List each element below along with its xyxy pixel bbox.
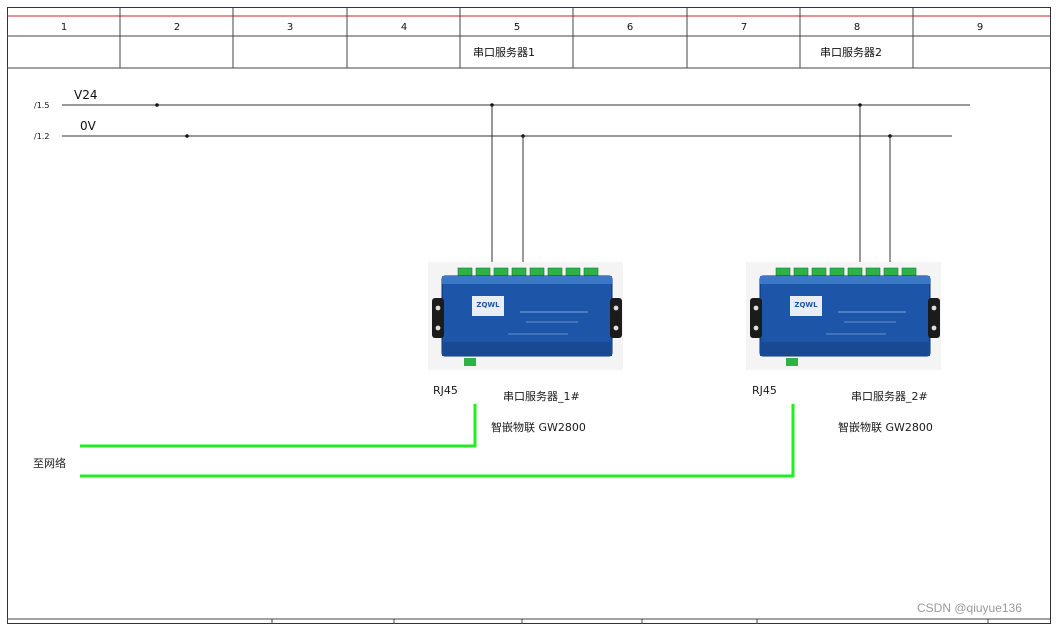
junction-dot bbox=[155, 103, 159, 107]
device-2-power-wires bbox=[859, 105, 891, 268]
column-number: 4 bbox=[401, 22, 407, 33]
network-cable-1 bbox=[80, 404, 477, 448]
0v-bus: /1.2 0V bbox=[34, 119, 952, 141]
network-label: 至网络 bbox=[33, 456, 66, 470]
0v-label: 0V bbox=[80, 119, 97, 133]
serial-server-1: ZQWL bbox=[428, 262, 623, 370]
title-block bbox=[7, 618, 1050, 624]
column-number: 3 bbox=[287, 22, 293, 33]
column-number: 2 bbox=[174, 22, 180, 33]
logo-plate bbox=[472, 296, 504, 316]
column-number: 9 bbox=[977, 22, 983, 33]
mounting-ear-left bbox=[432, 298, 444, 338]
column-titles: 串口服务器1 串口服务器2 bbox=[473, 46, 882, 59]
column-number: 1 bbox=[61, 22, 67, 33]
serial-server-2: ZQWL bbox=[746, 262, 941, 370]
v24-label: V24 bbox=[74, 88, 97, 102]
device-model: 智嵌物联 GW2800 bbox=[491, 420, 586, 434]
column-number: 7 bbox=[741, 22, 747, 33]
column-number: 8 bbox=[854, 22, 860, 33]
rj45-port bbox=[464, 358, 476, 366]
mounting-ear-left bbox=[750, 298, 762, 338]
device-model: 智嵌物联 GW2800 bbox=[838, 420, 933, 434]
device-name: 串口服务器_2# bbox=[851, 390, 928, 403]
v24-bus: /1.5 V24 bbox=[34, 88, 970, 110]
column-title-5: 串口服务器1 bbox=[473, 46, 535, 59]
rj45-label: RJ45 bbox=[433, 384, 458, 397]
network-cable-2 bbox=[80, 404, 795, 478]
column-separators bbox=[119, 8, 914, 68]
device-1-labels: RJ45 串口服务器_1# 智嵌物联 GW2800 bbox=[433, 384, 586, 434]
column-number: 5 bbox=[514, 22, 520, 33]
column-number: 6 bbox=[627, 22, 633, 33]
device-2-labels: RJ45 串口服务器_2# 智嵌物联 GW2800 bbox=[752, 384, 933, 434]
v24-ref-label: /1.5 bbox=[34, 101, 49, 110]
device-1-power-wires bbox=[491, 105, 524, 268]
column-numbers: 1 2 3 4 5 6 7 8 9 bbox=[61, 22, 983, 33]
logo-text: ZQWL bbox=[476, 301, 500, 309]
watermark: CSDN @qiuyue136 bbox=[917, 601, 1022, 615]
rj45-label: RJ45 bbox=[752, 384, 777, 397]
logo-plate bbox=[790, 296, 822, 316]
0v-ref-label: /1.2 bbox=[34, 132, 49, 141]
device-name: 串口服务器_1# bbox=[503, 390, 580, 403]
junction-dot bbox=[185, 134, 189, 138]
column-title-8: 串口服务器2 bbox=[820, 46, 882, 59]
logo-text: ZQWL bbox=[794, 301, 818, 309]
network-cables bbox=[80, 404, 795, 478]
mounting-ear-right bbox=[928, 298, 940, 338]
rj45-port bbox=[786, 358, 798, 366]
mounting-ear-right bbox=[610, 298, 622, 338]
